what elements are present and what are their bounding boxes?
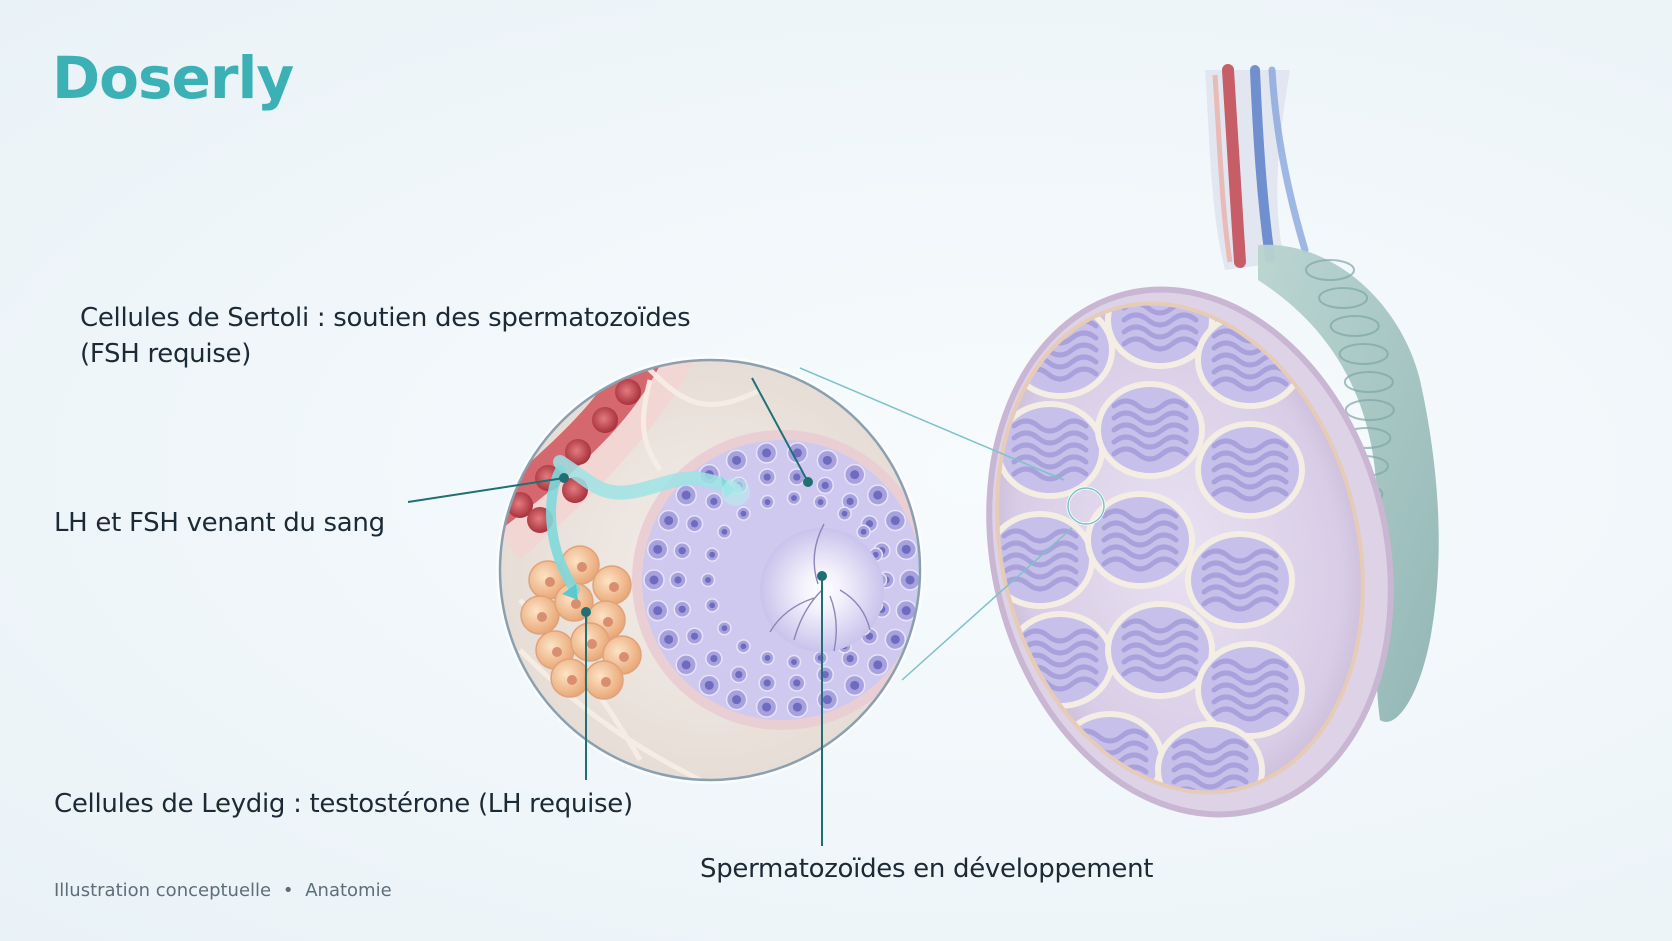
spermatic-cord <box>1205 64 1309 270</box>
arrow-icon <box>546 455 750 600</box>
footer-caption: Illustration conceptuelle • Anatomie <box>54 880 392 901</box>
label-sertoli-line2: (FSH requise) <box>80 339 252 369</box>
label-sertoli-line1: Cellules de Sertoli : soutien des sperma… <box>80 303 691 333</box>
zoom-connector <box>799 367 1106 681</box>
footer-separator: • <box>282 880 294 901</box>
footer-category: Anatomie <box>305 880 392 901</box>
label-hormones: LH et FSH venant du sang <box>54 508 385 538</box>
zoom-detail <box>496 356 924 784</box>
label-leydig: Cellules de Leydig : testostérone (LH re… <box>54 789 633 819</box>
leader-lines <box>407 377 827 846</box>
label-sperm: Spermatozoïdes en développement <box>700 854 1154 884</box>
footer-caption-text: Illustration conceptuelle <box>54 880 272 901</box>
brand-logo: Doserly <box>52 44 294 112</box>
testis <box>985 271 1394 819</box>
